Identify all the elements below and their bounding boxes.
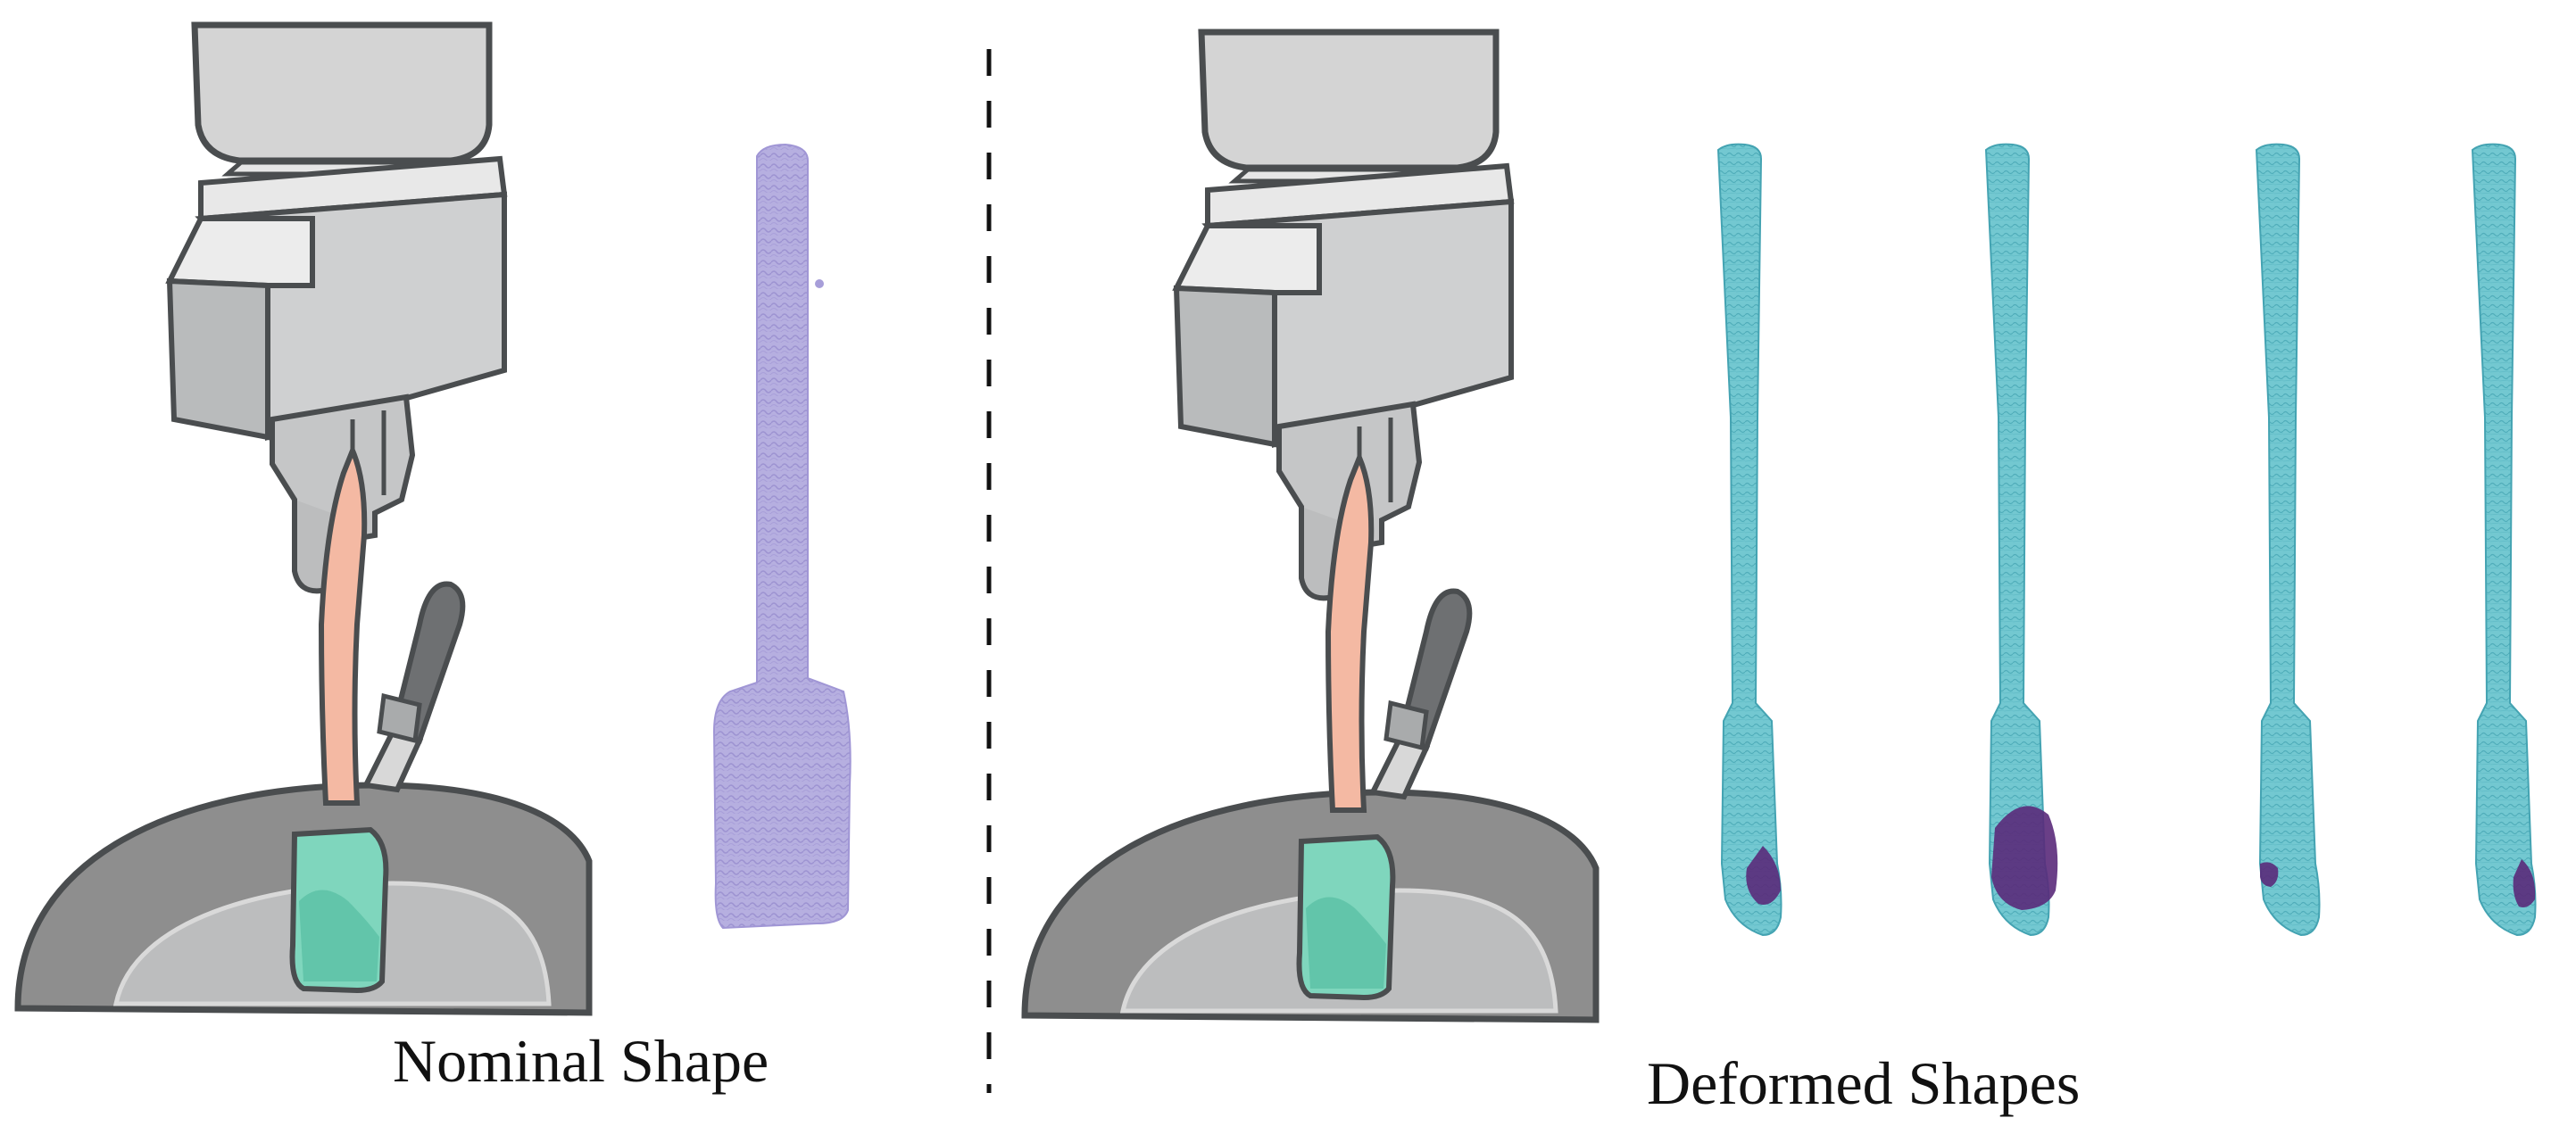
deformed-shape-4 [2472, 143, 2537, 937]
caption-nominal-shape: Nominal Shape [393, 1027, 769, 1095]
deformed-shape-2 [1985, 143, 2058, 937]
right-scene [1025, 32, 1596, 1020]
caption-deformed-shapes: Deformed Shapes [1647, 1049, 2081, 1117]
deformed-shape-1 [1717, 143, 1782, 937]
deformed-shape-3 [2256, 143, 2321, 937]
left-scene [18, 25, 589, 1013]
nominal-shape-pointcloud [712, 143, 852, 930]
